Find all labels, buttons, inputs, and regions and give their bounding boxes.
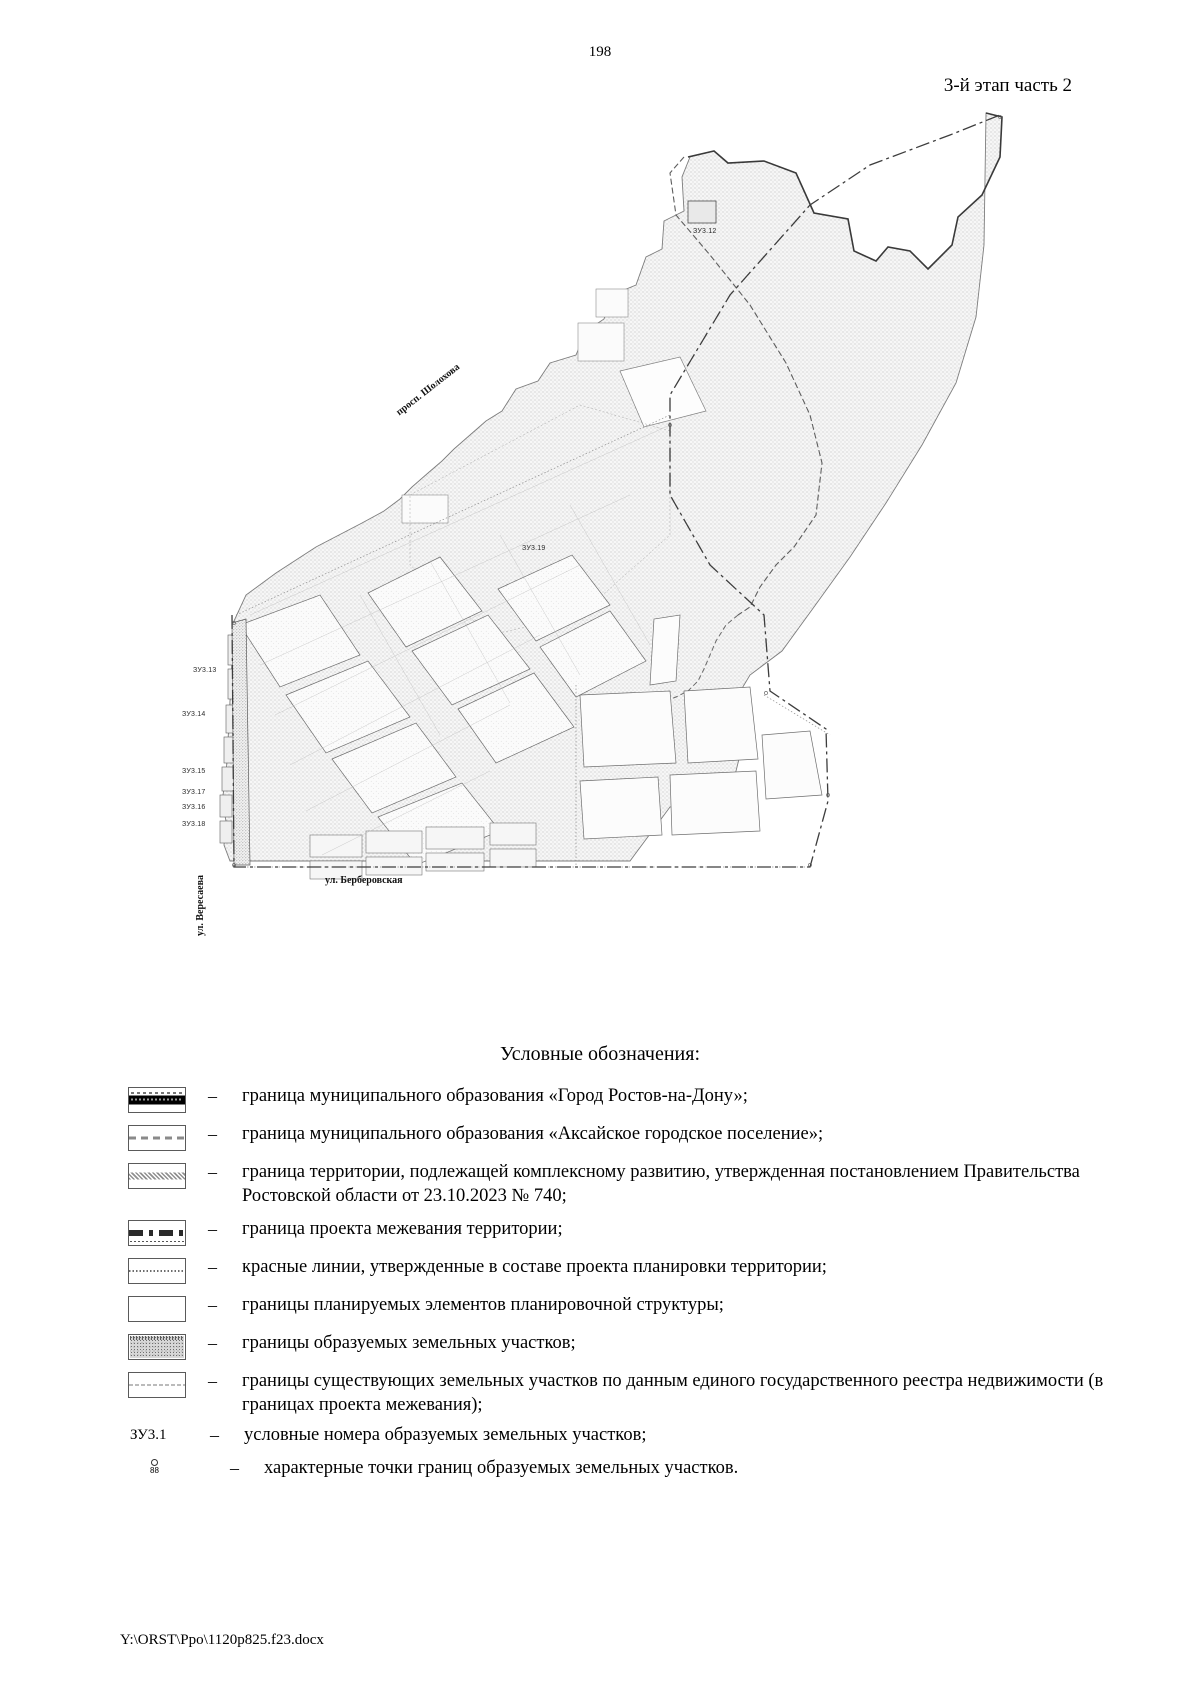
legend-item-city-boundary: – граница муниципального образования «Го… [128,1085,1138,1113]
swatch-cell [128,1370,208,1399]
stage-label: 3-й этап часть 2 [943,75,1072,96]
street-label-ulitsa-veresaeva: ул. Вересаева [195,875,206,936]
legend-dash: – [208,1333,217,1354]
legend-text: граница территории, подлежащей комплексн… [242,1162,1080,1206]
legend-item-parcel-codes: ЗУ3.1 – условные номера образуемых земел… [128,1424,1138,1448]
legend-item-krt-boundary: – граница территории, подлежащей комплек… [128,1161,1138,1208]
swatch-cell [128,1256,208,1285]
swatch-cell [128,1123,208,1151]
legend-item-survey-project-boundary: – граница проекта межевания территории; [128,1218,1138,1247]
aksay-boundary-swatch [128,1125,186,1151]
legend-text: граница муниципального образования «Акса… [242,1124,824,1144]
legend-text: граница муниципального образования «Горо… [242,1086,748,1106]
characteristic-point-icon: 88 [150,1459,159,1475]
legend-item-formed-parcels: – границы образуемых земельных участков; [128,1332,1138,1361]
survey-project-boundary-swatch [128,1220,186,1247]
legend-text: границы существующих земельных участков … [242,1371,1104,1416]
point-number: 88 [150,1466,159,1476]
legend-dash: – [210,1424,219,1445]
parcel-label-zu3-17: ЗУ3.17 [182,789,206,796]
parcel-label-zu3-16: ЗУ3.16 [182,804,206,811]
parcel-label-zu3-18: ЗУ3.18 [182,821,206,828]
legend-list: – граница муниципального образования «Го… [128,1085,1138,1491]
legend-dash: – [208,1257,217,1278]
parcel-label-zu3-14: ЗУ3.14 [182,711,206,718]
footer-file-path: Y:\ORST\Ppo\1120p825.f23.docx [120,1632,324,1648]
swatch-cell [128,1332,208,1361]
swatch-cell [128,1085,208,1113]
point-cell: 88 [128,1457,230,1478]
cadastral-map: просп. Шолохова ул. Берберовская ул. Вер… [110,95,1100,945]
legend-item-existing-parcels: – границы существующих земельных участко… [128,1370,1138,1417]
page-number: 198 [588,44,612,60]
legend-text: границы планируемых элементов планировоч… [242,1295,724,1316]
legend-text: граница проекта межевания территории; [242,1219,563,1240]
parcel-label-zu3-19: ЗУ3.19 [522,545,546,552]
swatch-cell [128,1218,208,1247]
legend-text: характерные точки границ образуемых земе… [264,1458,739,1479]
swatch-cell [128,1294,208,1323]
parcel-label-zu3-15: ЗУ3.15 [182,768,206,775]
legend-dash: – [208,1295,217,1316]
legend-item-planning-elements: – границы планируемых элементов планиров… [128,1294,1138,1323]
legend-title: Условные обозначения: [499,1043,701,1065]
existing-parcels-swatch [128,1372,186,1399]
swatch-cell [128,1161,208,1189]
map-drawing [219,112,1003,880]
legend-dash: – [208,1124,217,1144]
legend-item-aksay-boundary: – граница муниципального образования «Ак… [128,1123,1138,1151]
legend-text: границы образуемых земельных участков; [242,1333,576,1354]
legend-dash: – [230,1458,239,1479]
parcel-code-sample: ЗУ3.1 [130,1426,167,1443]
red-lines-swatch [128,1258,186,1285]
formed-parcels-swatch [128,1334,186,1361]
parcel-label-zu3-13: ЗУ3.13 [193,667,217,674]
krt-boundary-swatch [128,1163,186,1189]
legend-text: условные номера образуемых земельных уча… [244,1424,647,1445]
legend-item-characteristic-points: 88 – характерные точки границ образуемых… [128,1457,1138,1481]
planning-elements-swatch [128,1296,186,1323]
street-label-ulitsa-berberovskaya: ул. Берберовская [325,875,403,886]
legend-dash: – [208,1162,217,1182]
legend-dash: – [208,1371,217,1392]
legend-item-red-lines: – красные линии, утвержденные в составе … [128,1256,1138,1285]
legend-dash: – [208,1086,217,1106]
parcel-label-zu3-12: ЗУ3.12 [693,228,717,235]
legend-dash: – [208,1219,217,1240]
legend-text: красные линии, утвержденные в составе пр… [242,1257,827,1278]
city-boundary-swatch [128,1087,186,1113]
